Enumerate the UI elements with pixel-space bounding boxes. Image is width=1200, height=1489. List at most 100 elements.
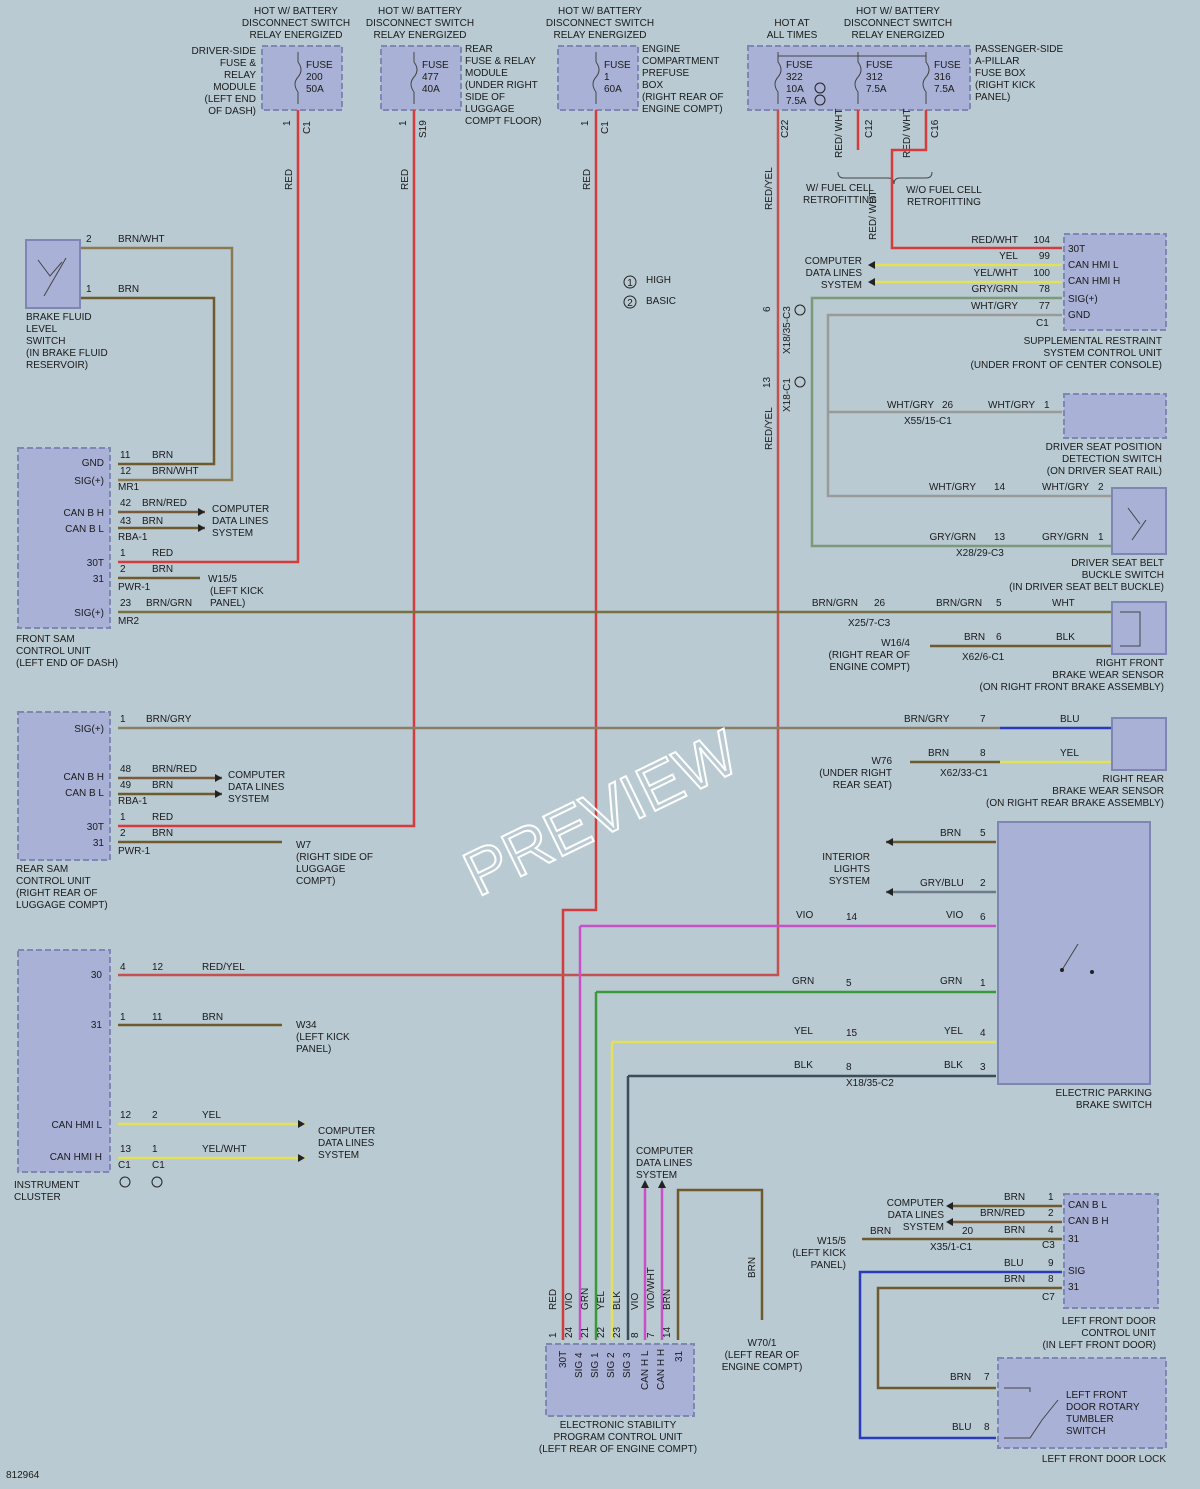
svg-text:LEFT FRONT DOOR: LEFT FRONT DOOR — [1062, 1316, 1156, 1327]
svg-text:VIO: VIO — [564, 1293, 575, 1310]
svg-text:1: 1 — [627, 278, 633, 289]
svg-text:(UNDER RIGHT: (UNDER RIGHT — [465, 80, 538, 91]
fuse-box-passenger-a-pillar: HOT AT ALL TIMES HOT W/ BATTERY DISCONNE… — [747, 6, 1063, 210]
svg-text:RED/YEL: RED/YEL — [764, 407, 775, 450]
svg-text:BRN: BRN — [1004, 1192, 1025, 1203]
driver-seat-position-switch: WHT/GRY 26 WHT/GRY 1 X55/15-C1 DRIVER SE… — [887, 393, 1167, 477]
svg-text:C16: C16 — [930, 119, 941, 138]
svg-text:BRN: BRN — [202, 1012, 223, 1023]
svg-text:RBA-1: RBA-1 — [118, 532, 148, 543]
svg-text:BRAKE FLUID: BRAKE FLUID — [26, 312, 92, 323]
svg-text:ENGINE: ENGINE — [642, 44, 681, 55]
svg-text:VIO: VIO — [946, 910, 963, 921]
svg-text:FUSE: FUSE — [934, 60, 961, 71]
svg-text:BRN/GRN: BRN/GRN — [146, 598, 192, 609]
svg-text:6: 6 — [980, 912, 986, 923]
svg-text:PANEL): PANEL) — [811, 1260, 846, 1271]
svg-text:YEL: YEL — [944, 1026, 963, 1037]
svg-text:MR2: MR2 — [118, 616, 140, 627]
svg-text:PANEL): PANEL) — [975, 92, 1010, 103]
svg-text:31: 31 — [1068, 1282, 1080, 1293]
svg-text:CAN B H: CAN B H — [1068, 1216, 1109, 1227]
svg-text:W15/5: W15/5 — [817, 1236, 846, 1247]
svg-text:CAN B L: CAN B L — [1068, 1200, 1107, 1211]
svg-text:(LEFT KICK: (LEFT KICK — [210, 586, 264, 597]
svg-text:12: 12 — [120, 466, 132, 477]
svg-text:VIO: VIO — [630, 1293, 641, 1310]
svg-text:BRN: BRN — [142, 516, 163, 527]
svg-text:BLK: BLK — [944, 1060, 963, 1071]
svg-text:COMPT): COMPT) — [296, 876, 335, 887]
svg-text:RED/YEL: RED/YEL — [202, 962, 245, 973]
svg-text:7: 7 — [646, 1332, 657, 1338]
svg-text:ENGINE COMPT): ENGINE COMPT) — [722, 1362, 803, 1373]
svg-text:24: 24 — [564, 1326, 575, 1338]
svg-text:LUGGAGE COMPT): LUGGAGE COMPT) — [16, 900, 108, 911]
svg-text:477: 477 — [422, 72, 439, 83]
svg-text:PWR-1: PWR-1 — [118, 846, 151, 857]
svg-text:(RIGHT REAR OF: (RIGHT REAR OF — [642, 92, 723, 103]
svg-text:FUSE: FUSE — [866, 60, 893, 71]
svg-text:DRIVER SEAT POSITION: DRIVER SEAT POSITION — [1046, 442, 1162, 453]
svg-text:DATA LINES: DATA LINES — [318, 1138, 375, 1149]
svg-text:2: 2 — [152, 1110, 158, 1121]
wires — [80, 110, 1112, 1440]
driver-seat-belt-buckle-switch: WHT/GRY 14 WHT/GRY 2 GRY/GRN 13 GRY/GRN … — [929, 482, 1167, 593]
svg-text:W76: W76 — [871, 756, 892, 767]
svg-text:CAN HMI L: CAN HMI L — [1068, 260, 1119, 271]
svg-text:23: 23 — [120, 598, 132, 609]
fuse-box-driver-side: HOT W/ BATTERY DISCONNECT SWITCH RELAY E… — [192, 6, 351, 190]
svg-text:26: 26 — [942, 400, 954, 411]
svg-text:SIG: SIG — [1068, 1266, 1085, 1277]
svg-text:22: 22 — [596, 1326, 607, 1338]
svg-text:BLU: BLU — [1004, 1258, 1023, 1269]
svg-text:DRIVER SEAT BELT: DRIVER SEAT BELT — [1071, 558, 1164, 569]
svg-text:(RIGHT KICK: (RIGHT KICK — [975, 80, 1036, 91]
svg-text:104: 104 — [1033, 235, 1050, 246]
svg-text:15: 15 — [846, 1028, 858, 1039]
svg-text:SYSTEM: SYSTEM — [821, 280, 862, 291]
svg-text:RED/ WHT: RED/ WHT — [834, 109, 845, 158]
svg-text:BRAKE SWITCH: BRAKE SWITCH — [1076, 1100, 1152, 1111]
svg-text:(LEFT END OF DASH): (LEFT END OF DASH) — [16, 658, 118, 669]
svg-text:CAN B H: CAN B H — [63, 508, 104, 519]
svg-text:12: 12 — [152, 962, 164, 973]
legend: 1 HIGH 2 BASIC — [623, 275, 676, 309]
svg-text:SYSTEM: SYSTEM — [829, 876, 870, 887]
svg-text:W16/4: W16/4 — [881, 638, 910, 649]
svg-text:CAN HMI H: CAN HMI H — [1068, 276, 1120, 287]
svg-text:FUSE: FUSE — [306, 60, 333, 71]
svg-text:GRY/GRN: GRY/GRN — [972, 284, 1019, 295]
svg-text:30T: 30T — [1068, 244, 1085, 255]
svg-text:YEL: YEL — [1060, 748, 1079, 759]
svg-text:RED/ WHT: RED/ WHT — [868, 191, 879, 240]
svg-text:X25/7-C3: X25/7-C3 — [848, 618, 891, 629]
svg-text:BRN/GRN: BRN/GRN — [936, 598, 982, 609]
svg-text:W34: W34 — [296, 1020, 317, 1031]
svg-text:31: 31 — [93, 838, 105, 849]
svg-text:INTERIOR: INTERIOR — [822, 852, 870, 863]
svg-text:LIGHTS: LIGHTS — [834, 864, 870, 875]
svg-text:BRN: BRN — [152, 828, 173, 839]
svg-text:3: 3 — [980, 1062, 986, 1073]
svg-text:INSTRUMENT: INSTRUMENT — [14, 1180, 80, 1191]
svg-text:2: 2 — [980, 878, 986, 889]
svg-text:W15/5: W15/5 — [208, 574, 237, 585]
svg-text:BRN/WHT: BRN/WHT — [118, 234, 165, 245]
svg-text:SWITCH: SWITCH — [1066, 1426, 1105, 1437]
svg-text:(ON RIGHT FRONT BRAKE ASSEMBLY: (ON RIGHT FRONT BRAKE ASSEMBLY) — [980, 682, 1164, 693]
svg-text:1: 1 — [282, 120, 293, 126]
svg-text:RESERVOIR): RESERVOIR) — [26, 360, 88, 371]
svg-text:SIDE OF: SIDE OF — [465, 92, 505, 103]
svg-text:X62/33-C1: X62/33-C1 — [940, 768, 988, 779]
svg-text:PROGRAM CONTROL UNIT: PROGRAM CONTROL UNIT — [553, 1432, 682, 1443]
svg-text:RELAY ENERGIZED: RELAY ENERGIZED — [554, 30, 647, 41]
svg-text:8: 8 — [984, 1422, 990, 1433]
svg-text:4: 4 — [980, 1028, 986, 1039]
svg-text:31: 31 — [91, 1020, 103, 1031]
svg-text:DETECTION SWITCH: DETECTION SWITCH — [1062, 454, 1162, 465]
svg-text:WHT/GRY: WHT/GRY — [971, 301, 1018, 312]
svg-text:X62/6-C1: X62/6-C1 — [962, 652, 1005, 663]
svg-text:RBA-1: RBA-1 — [118, 796, 148, 807]
